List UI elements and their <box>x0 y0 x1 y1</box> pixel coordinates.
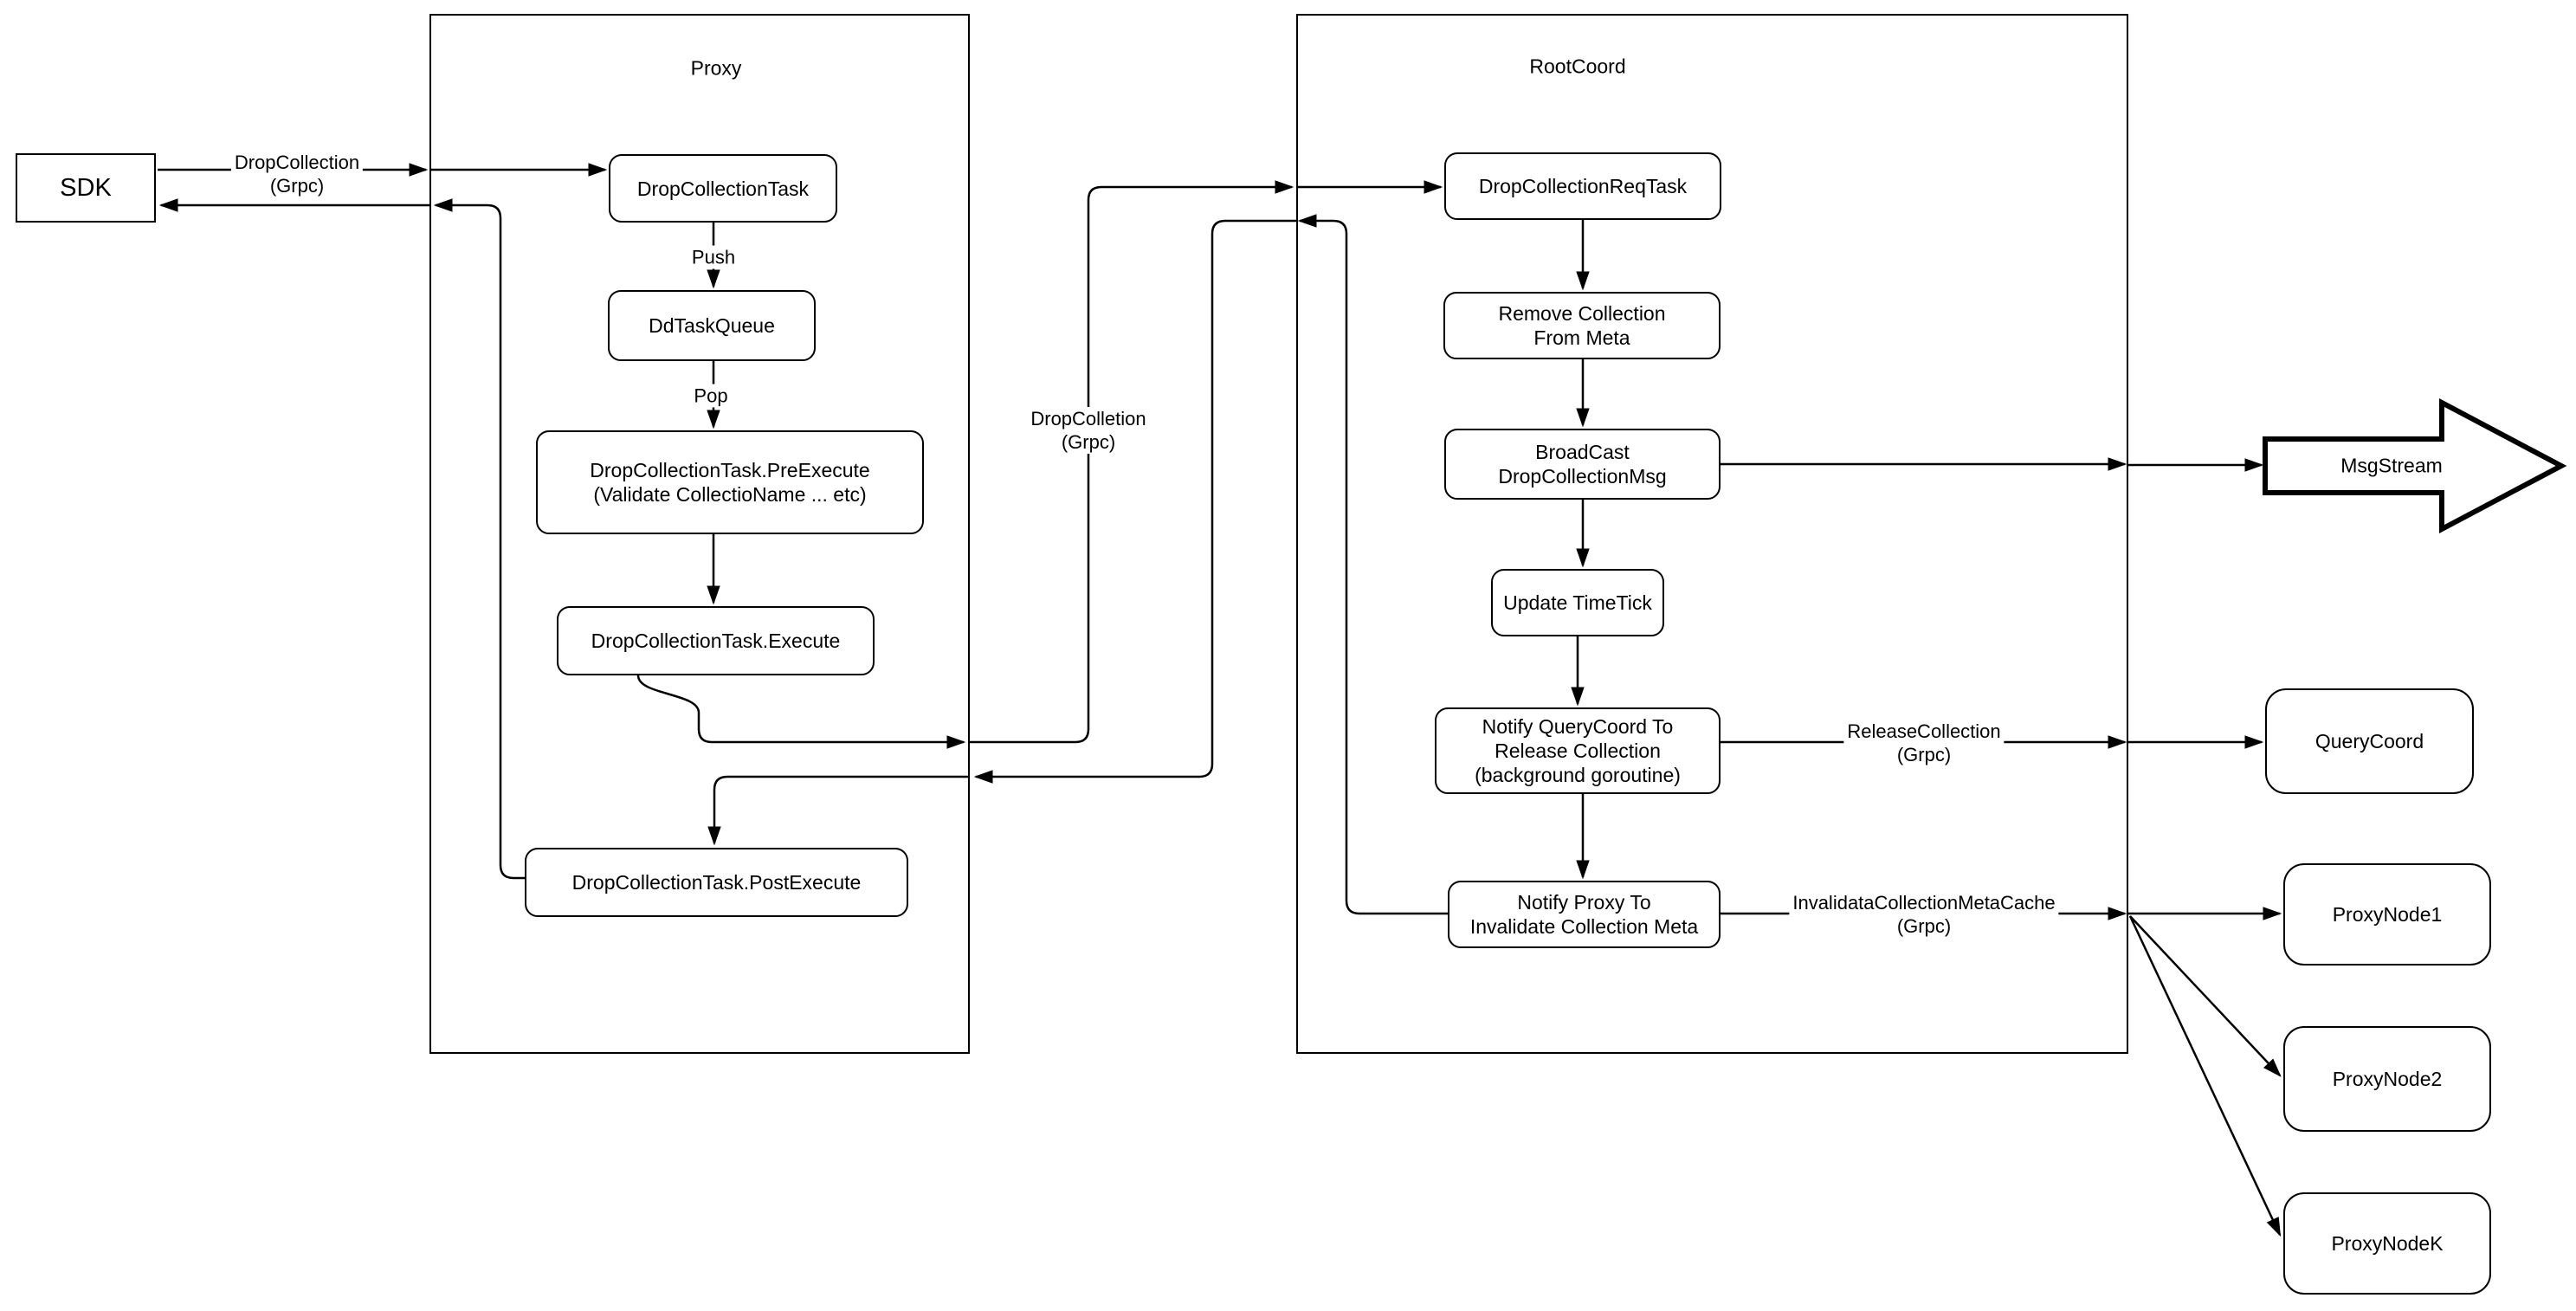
edge-to-proxynodek <box>2128 915 2282 1235</box>
edge-post-to-proxy-border <box>436 205 525 880</box>
node-remove-meta: Remove Collection From Meta <box>1443 292 1721 359</box>
edge-to-proxynode2 <box>2129 915 2280 1075</box>
edge-label-releasecollection-grpc: ReleaseCollection (Grpc) <box>1843 720 2005 766</box>
edge-label-push: Push <box>688 245 739 269</box>
proxy-container <box>429 14 970 1054</box>
node-execute: DropCollectionTask.Execute <box>557 606 875 675</box>
node-broadcast: BroadCast DropCollectionMsg <box>1444 429 1721 500</box>
node-req-task: DropCollectionReqTask <box>1444 152 1721 220</box>
edge-label-invalidate-grpc: InvalidataCollectionMetaCache (Grpc) <box>1789 891 2059 938</box>
edge-label-dropcolletion-grpc: DropColletion (Grpc) <box>1027 407 1150 454</box>
edge-return-to-post <box>714 775 970 843</box>
edge-notifyproxy-return <box>1300 221 1448 915</box>
node-post-execute: DropCollectionTask.PostExecute <box>525 848 908 917</box>
node-sdk: SDK <box>16 153 156 223</box>
node-querycoord: QueryCoord <box>2265 688 2474 794</box>
node-drop-collection-task: DropCollectionTask <box>609 154 837 223</box>
edge-label-dropcollection-grpc: DropCollection (Grpc) <box>230 151 364 197</box>
msgstream-arrow-shape <box>2263 398 2567 533</box>
rootcoord-container-title: RootCoord <box>1529 55 1626 78</box>
edge-grpc-riser <box>970 187 1292 744</box>
node-notify-querycoord: Notify QueryCoord To Release Collection … <box>1435 707 1721 794</box>
node-pre-execute: DropCollectionTask.PreExecute (Validate … <box>536 430 924 534</box>
edge-execute-out <box>636 675 964 742</box>
rootcoord-container <box>1296 14 2128 1054</box>
msgstream-label: MsgStream <box>2340 454 2443 477</box>
edge-label-pop: Pop <box>690 384 732 408</box>
node-dd-task-queue: DdTaskQueue <box>608 290 816 361</box>
node-proxynodek: ProxyNodeK <box>2283 1192 2491 1295</box>
node-proxynode2: ProxyNode2 <box>2283 1026 2491 1132</box>
node-notify-proxy: Notify Proxy To Invalidate Collection Me… <box>1448 881 1721 948</box>
node-update-timetick: Update TimeTick <box>1491 569 1664 636</box>
proxy-container-title: Proxy <box>690 56 742 80</box>
node-proxynode1: ProxyNode1 <box>2283 863 2491 965</box>
edge-return-riser <box>976 219 1296 777</box>
